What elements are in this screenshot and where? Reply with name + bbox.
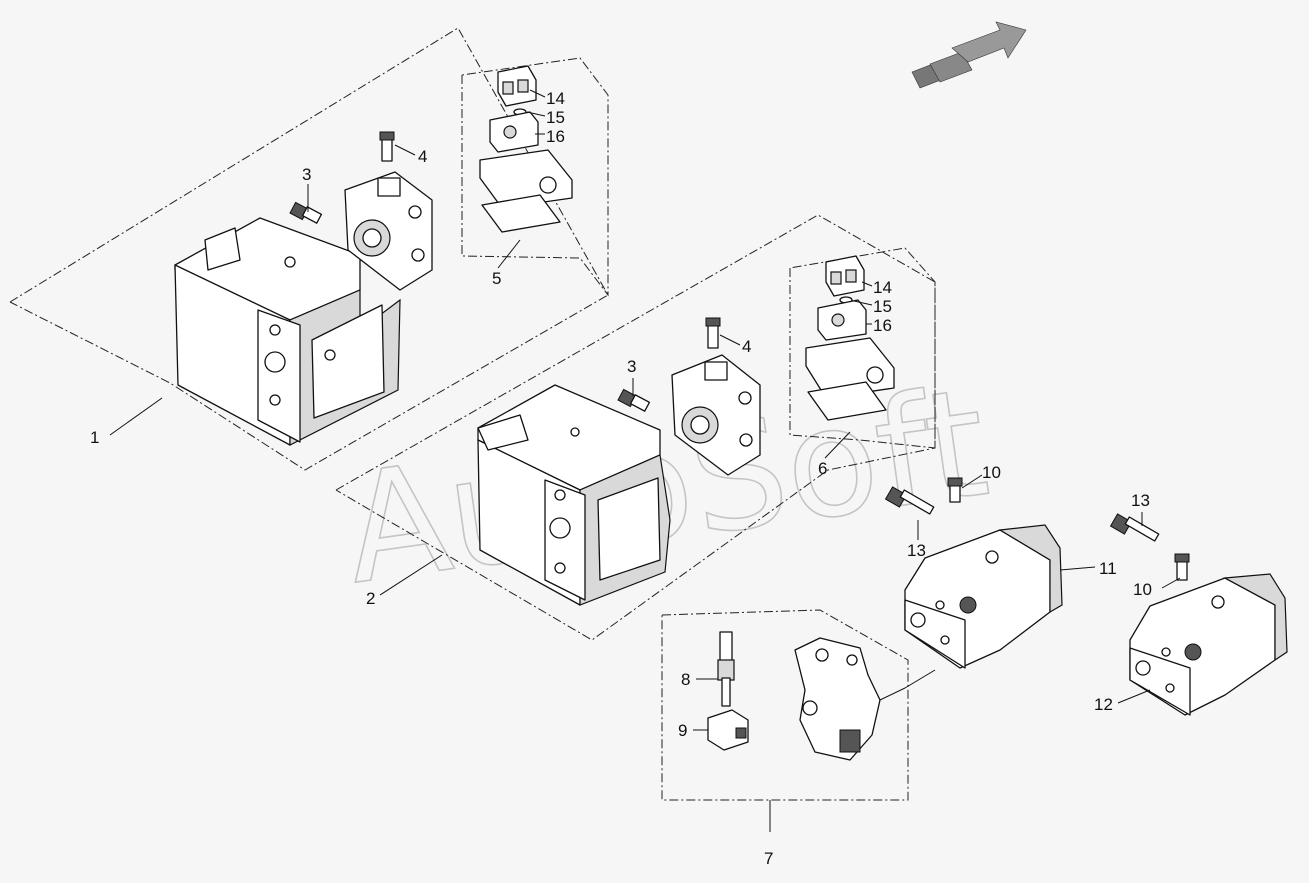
callout-1: 1 [90,428,99,447]
group-5-outline [461,57,609,297]
solenoid-14-b [825,255,865,297]
plug-10-b [1174,553,1190,581]
pilot-valve-body-1 [344,171,433,291]
bolt-13-b [1109,513,1160,542]
hydraulic-pump-12 [1129,573,1288,716]
callout-11: 11 [1099,559,1117,578]
solenoid-14-a [497,65,537,107]
cartridge-valve-8 [717,631,735,707]
callout-3: 3 [627,357,636,376]
valve-plate-a [479,149,573,209]
callout-10: 10 [1133,580,1152,599]
hydraulic-pump-11 [904,524,1063,669]
callout-6: 6 [818,459,827,478]
callout-4: 4 [418,147,427,166]
group-1-outline [9,27,609,471]
callout-4: 4 [742,337,751,356]
callout-8: 8 [681,670,690,689]
main-valve-block-2 [477,384,671,606]
group-6-outline [789,247,936,449]
callout-5: 5 [492,269,501,288]
fitting-3-b [617,388,651,412]
leader-lines [109,89,1181,832]
callout-10: 10 [982,463,1001,482]
gasket-a [481,194,561,233]
bolt-13-a [884,486,935,515]
adapter-16-a [489,111,539,153]
solenoid-coil-9 [707,709,749,751]
group-7-outline [661,609,909,801]
plug-10-a [947,477,963,503]
callout-2: 2 [366,589,375,608]
callout-16: 16 [873,316,892,335]
plug-4-a [379,131,395,162]
callout-13: 13 [1131,491,1150,510]
callout-12: 12 [1094,695,1113,714]
callout-15: 15 [546,108,565,127]
callout-7: 7 [764,849,773,868]
plug-4-b [705,317,721,349]
callout-3: 3 [302,165,311,184]
callout-9: 9 [678,721,687,740]
callout-15: 15 [873,297,892,316]
fitting-3-a [289,201,323,224]
main-valve-block-1 [174,217,401,446]
forward-arrow-icon [911,21,1027,89]
callout-16: 16 [546,127,565,146]
callout-14: 14 [873,278,892,297]
callout-14: 14 [546,89,565,108]
gasket-b [807,381,887,421]
valve-plate-b [805,337,895,399]
valve-housing-7 [794,637,881,761]
adapter-16-b [817,299,867,341]
pilot-valve-body-2 [671,354,761,476]
callout-13: 13 [907,541,926,560]
